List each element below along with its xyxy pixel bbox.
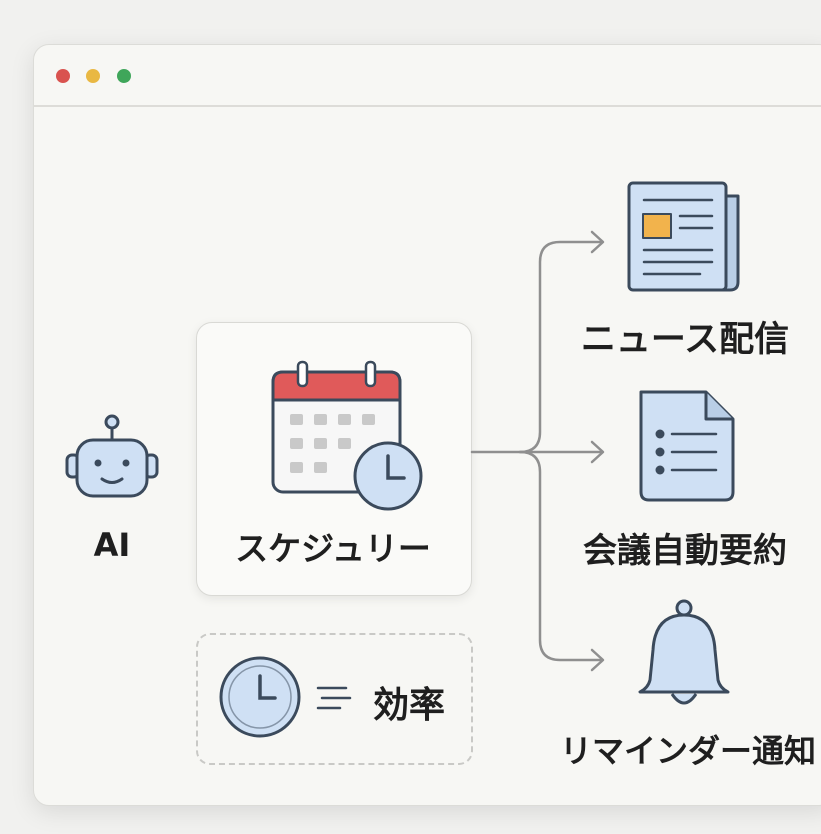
robot-icon <box>65 414 159 498</box>
bell-icon <box>638 599 730 705</box>
arrowhead-bottom <box>590 648 605 672</box>
output-summary-label: 会議自動要約 <box>583 531 787 571</box>
efficiency-label: 効率 <box>372 685 445 726</box>
arrowhead-top <box>590 230 605 254</box>
maximize-button[interactable] <box>117 69 131 83</box>
minimize-button[interactable] <box>86 69 100 83</box>
output-news-label: ニュース配信 <box>580 320 790 360</box>
scheduler-label: スケジュリー <box>235 529 431 568</box>
ai-label: AI <box>93 526 131 564</box>
connector-lines <box>470 230 605 672</box>
output-reminder-label: リマインダー通知 <box>559 732 816 770</box>
arrowhead-middle <box>590 440 605 464</box>
clock-speed-icon <box>219 656 352 738</box>
connector-bottom <box>518 450 604 662</box>
efficiency-box <box>196 633 473 765</box>
document-list-icon <box>639 390 735 502</box>
calendar-clock-icon <box>271 360 423 511</box>
close-button[interactable] <box>56 69 70 83</box>
newspaper-icon <box>627 181 740 292</box>
title-bar <box>34 45 821 107</box>
